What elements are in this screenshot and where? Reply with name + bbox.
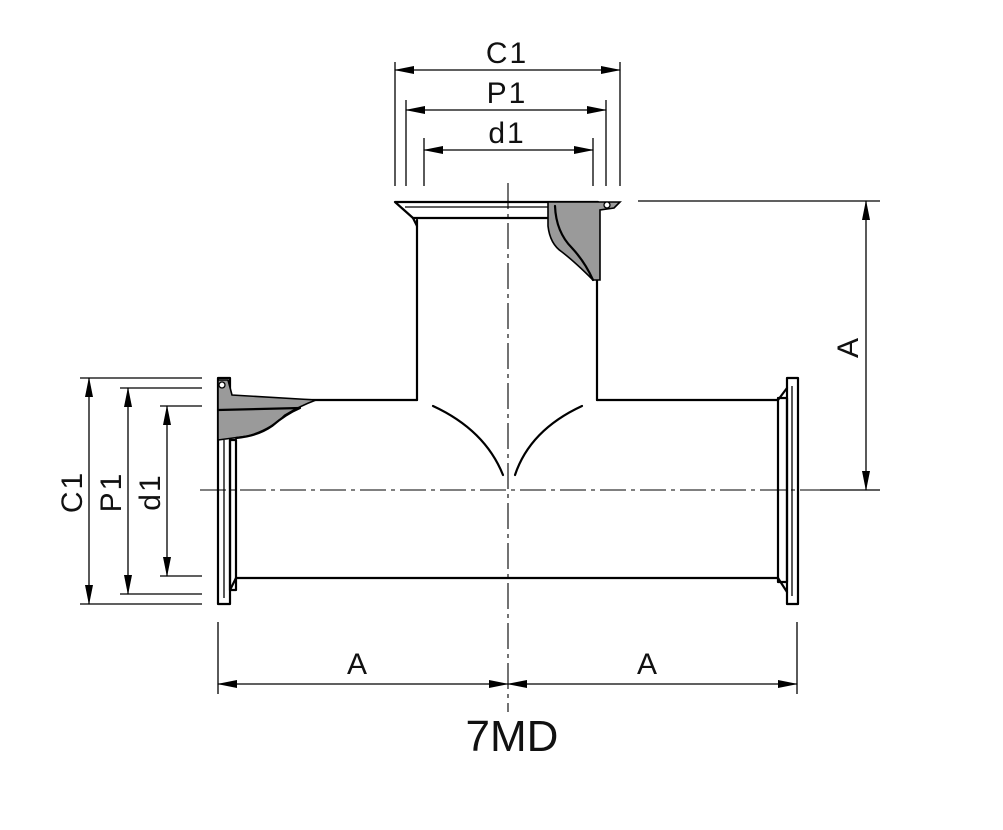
- right-ferrule: [776, 376, 800, 606]
- top-ferrule-section: [547, 201, 622, 281]
- side-d1-label: d1: [134, 473, 167, 510]
- run-a-left-label: A: [347, 648, 369, 681]
- left-ferrule: [216, 376, 317, 606]
- side-p1-label: P1: [95, 472, 128, 513]
- branch-height-dimension: A: [638, 200, 880, 491]
- top-c1-label: C1: [486, 37, 528, 70]
- model-caption: 7MD: [466, 712, 559, 761]
- side-dimensions: C1 P1 d1: [56, 377, 202, 605]
- top-dimensions: C1 P1 d1: [394, 37, 621, 186]
- run-a-right-label: A: [637, 648, 659, 681]
- intersection-curve-left: [431, 404, 505, 477]
- tee-body: [234, 218, 780, 580]
- top-p1-label: P1: [487, 77, 528, 110]
- center-lines: [200, 183, 820, 712]
- top-d1-label: d1: [488, 117, 525, 150]
- intersection-curve-right: [513, 404, 584, 477]
- top-ferrule: [393, 200, 622, 282]
- branch-a-label: A: [832, 336, 865, 358]
- side-c1-label: C1: [56, 471, 89, 513]
- run-length-dimensions: A A: [217, 622, 798, 694]
